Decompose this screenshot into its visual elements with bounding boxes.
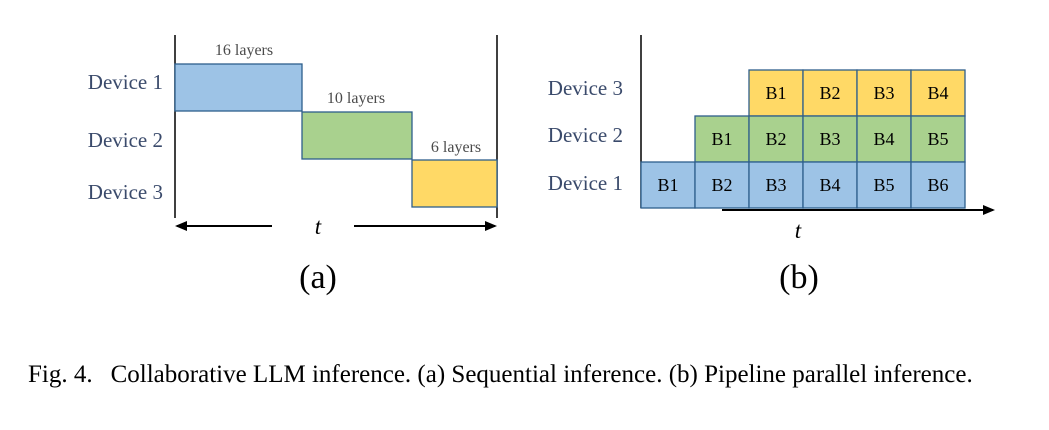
caption-text: Collaborative LLM inference. (a) Sequent… — [110, 361, 973, 388]
block-label: B4 — [873, 129, 894, 149]
block-label: B6 — [927, 175, 948, 195]
device-label-a-3: Device 3 — [88, 180, 163, 204]
figure-number: Fig. 4. — [28, 361, 93, 388]
layer-label-device-3: 6 layers — [431, 139, 481, 156]
block-d1-b2 — [694, 161, 750, 209]
device-label-a-2: Device 2 — [88, 128, 163, 152]
time-label-a: t — [315, 214, 322, 239]
panel-label-a: (a) — [299, 259, 337, 296]
device-label-b-2: Device 2 — [548, 123, 623, 147]
layer-label-device-2: 10 layers — [327, 90, 385, 107]
row-device-2: B1 B2 B3 B4 B5 — [694, 115, 966, 163]
panel-a: Device 1 Device 2 Device 3 16 layers 10 … — [88, 35, 498, 296]
block-d2-b5 — [910, 115, 966, 163]
block-label: B2 — [765, 129, 786, 149]
device-label-b-3: Device 3 — [548, 76, 623, 100]
block-d3-b3 — [856, 69, 912, 117]
segment-device-3 — [411, 159, 498, 208]
block-d2-b3 — [802, 115, 858, 163]
panel-b: Device 3 Device 2 Device 1 B1 B2 B3 B4 B… — [548, 35, 995, 296]
block-d2-b1 — [694, 115, 750, 163]
panel-label-b: (b) — [779, 259, 819, 296]
segment-device-1 — [174, 63, 303, 112]
block-label: B1 — [765, 83, 786, 103]
block-label: B5 — [873, 175, 894, 195]
block-label: B2 — [819, 83, 840, 103]
block-label: B4 — [927, 83, 948, 103]
block-label: B4 — [819, 175, 840, 195]
row-device-3: B1 B2 B3 B4 — [748, 69, 966, 117]
block-label: B2 — [711, 175, 732, 195]
figure-caption: Fig. 4. Collaborative LLM inference. (a) … — [28, 358, 1028, 392]
layer-label-device-1: 16 layers — [215, 42, 273, 59]
block-d3-b1 — [748, 69, 804, 117]
block-d3-b4 — [910, 69, 966, 117]
block-label: B3 — [819, 129, 840, 149]
row-device-1: B1 B2 B3 B4 B5 B6 — [640, 161, 966, 209]
block-label: B1 — [657, 175, 678, 195]
block-label: B3 — [765, 175, 786, 195]
block-label: B3 — [873, 83, 894, 103]
figure: Device 1 Device 2 Device 3 16 layers 10 … — [88, 35, 995, 296]
block-label: B5 — [927, 129, 948, 149]
block-d1-b4 — [802, 161, 858, 209]
block-d1-b6 — [910, 161, 966, 209]
device-label-b-1: Device 1 — [548, 171, 623, 195]
device-label-a-1: Device 1 — [88, 70, 163, 94]
block-label: B1 — [711, 129, 732, 149]
time-label-b: t — [795, 218, 802, 243]
segment-device-2 — [301, 111, 413, 160]
